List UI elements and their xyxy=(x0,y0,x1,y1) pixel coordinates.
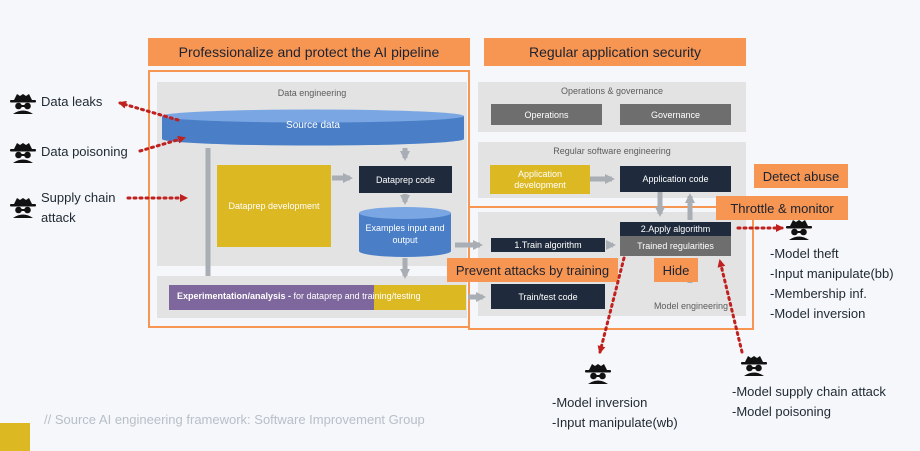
threat-supply-chain: Supply chain attack xyxy=(41,188,115,228)
threat-input-manipulate-bb: -Input manipulate(bb) xyxy=(770,266,894,281)
application-code-box: Application code xyxy=(620,166,731,192)
pipeline-right-outline xyxy=(752,206,754,330)
experimentation-bar xyxy=(169,285,466,310)
threat-list-right: -Model theft -Input manipulate(bb) -Memb… xyxy=(770,244,894,324)
governance-box: Governance xyxy=(620,104,731,125)
throttle-monitor-tag: Throttle & monitor xyxy=(716,196,848,220)
threat-model-inversion-right: -Model inversion xyxy=(770,306,866,321)
source-data-cylinder xyxy=(162,109,464,146)
dataprep-development-box: Dataprep development xyxy=(217,165,331,247)
threat-model-theft: -Model theft xyxy=(770,246,839,261)
threat-list-bottom-right: -Model supply chain attack -Model poison… xyxy=(732,382,886,422)
corner-square xyxy=(0,423,30,451)
threat-data-poisoning: Data poisoning xyxy=(41,144,128,159)
detect-abuse-line xyxy=(470,206,754,208)
experimentation-label: Experimentation/analysis - for dataprep … xyxy=(177,291,421,301)
prevent-attacks-training-tag: Prevent attacks by training xyxy=(447,258,618,282)
apply-algorithm-box: 2.Apply algorithm xyxy=(620,222,731,236)
examples-cylinder xyxy=(359,207,451,257)
threat-list-bottom-center: -Model inversion -Input manipulate(wb) xyxy=(552,393,678,433)
hacker-icon-right xyxy=(786,218,812,240)
threat-model-inversion-bottom: -Model inversion xyxy=(552,395,648,410)
threat-data-leaks: Data leaks xyxy=(41,94,103,109)
threat-input-manipulate-wb: -Input manipulate(wb) xyxy=(552,415,678,430)
appsec-banner: Regular application security xyxy=(484,38,746,66)
examples-label: Examples input and output xyxy=(365,223,445,245)
source-note: // Source AI engineering framework: Soft… xyxy=(44,412,425,427)
hacker-icon-data-leaks xyxy=(10,92,36,114)
hacker-icon-bottom-right xyxy=(741,354,767,376)
model-engineering-title: Model engineering xyxy=(653,301,728,311)
pipeline-bottom-outline xyxy=(468,328,754,330)
application-development-box: Application development xyxy=(490,165,590,194)
hacker-icon-data-poisoning xyxy=(10,141,36,163)
threat-supply-chain-line1: Supply chain xyxy=(41,190,116,205)
threat-model-supply-chain: -Model supply chain attack xyxy=(732,384,886,399)
source-data-label: Source data xyxy=(286,120,340,131)
trained-regularities-box: Trained regularities xyxy=(620,236,731,256)
regular-software-title: Regular software engineering xyxy=(553,146,671,156)
hacker-icon-supply-chain xyxy=(10,196,36,218)
operations-box: Operations xyxy=(491,104,602,125)
operations-governance-title: Operations & governance xyxy=(560,86,664,96)
detect-abuse-tag: Detect abuse xyxy=(754,164,848,188)
threat-supply-chain-line2: attack xyxy=(41,210,76,225)
hide-tag: Hide xyxy=(654,258,698,282)
data-engineering-title: Data engineering xyxy=(277,88,347,98)
train-test-code-box: Train/test code xyxy=(491,284,605,309)
train-algorithm-box: 1.Train algorithm xyxy=(491,238,605,252)
pipeline-banner: Professionalize and protect the AI pipel… xyxy=(148,38,470,66)
threat-membership-inference: -Membership inf. xyxy=(770,286,867,301)
hacker-icon-bottom-center xyxy=(585,362,611,384)
dataprep-code-box: Dataprep code xyxy=(359,166,452,193)
threat-model-poisoning: -Model poisoning xyxy=(732,404,832,419)
